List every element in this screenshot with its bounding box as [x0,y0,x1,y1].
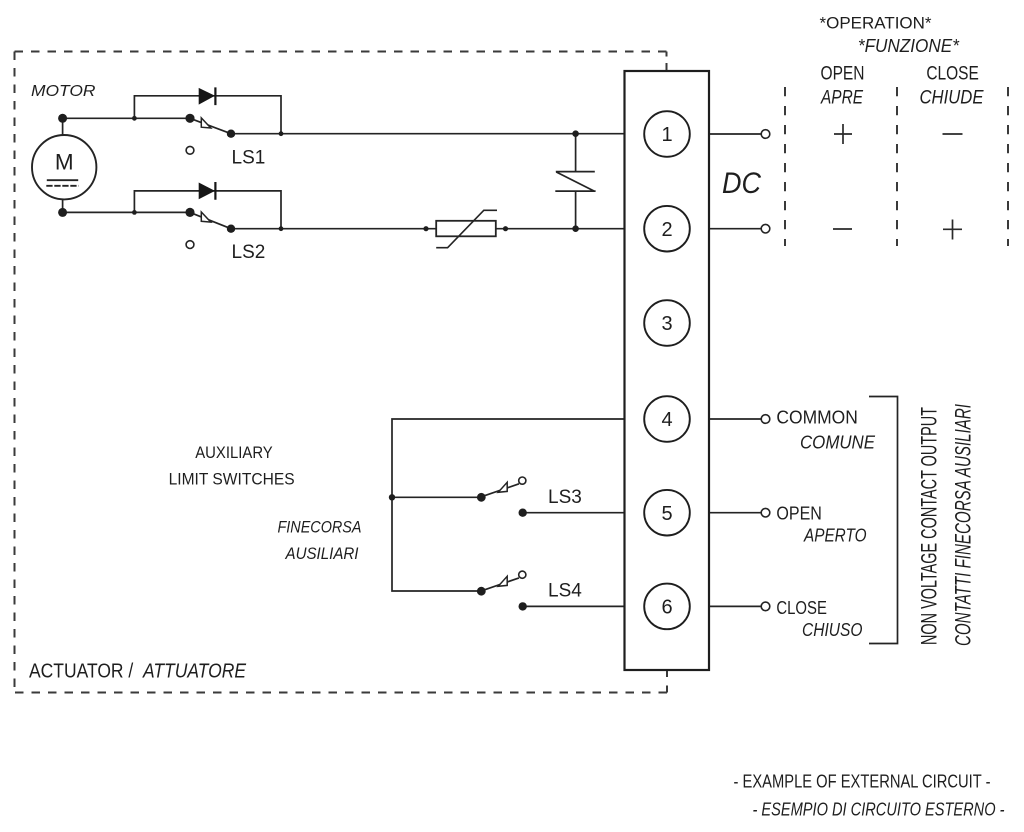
svg-text:LS3: LS3 [548,487,582,508]
svg-text:AUSILIARI: AUSILIARI [285,545,359,563]
svg-text:CHIUDE: CHIUDE [920,88,984,109]
svg-text:5: 5 [661,503,672,525]
svg-text:LS2: LS2 [232,242,266,263]
svg-text:1: 1 [661,124,672,146]
svg-text:COMMON: COMMON [776,408,858,428]
svg-text:APERTO: APERTO [803,526,866,546]
svg-text:LS1: LS1 [232,148,266,169]
svg-text:2: 2 [661,219,672,241]
svg-text:LIMIT SWITCHES: LIMIT SWITCHES [169,470,295,489]
svg-text:ACTUATOR / ATTUATORE: ACTUATOR / ATTUATORE [29,661,247,683]
svg-text:APRE: APRE [820,88,863,109]
svg-text:COMUNE: COMUNE [800,433,876,453]
svg-text:LS4: LS4 [548,581,582,602]
svg-text:*OPERATION*: *OPERATION* [820,15,933,33]
svg-text:*FUNZIONE*: *FUNZIONE* [858,36,960,56]
svg-text:M: M [55,150,74,175]
svg-text:- ESEMPIO DI CIRCUITO ESTERNO: - ESEMPIO DI CIRCUITO ESTERNO - [753,799,1005,820]
svg-text:CLOSE: CLOSE [926,64,979,85]
svg-text:CHIUSO: CHIUSO [802,620,863,640]
svg-text:OPEN: OPEN [821,64,865,85]
svg-text:4: 4 [661,409,672,431]
svg-text:OPEN: OPEN [776,504,822,524]
svg-text:DC: DC [722,167,761,200]
svg-text:FINECORSA: FINECORSA [278,519,362,537]
svg-text:AUXILIARY: AUXILIARY [195,443,273,462]
svg-text:MOTOR: MOTOR [31,83,96,100]
svg-text:- EXAMPLE OF EXTERNAL CIRCUIT: - EXAMPLE OF EXTERNAL CIRCUIT - [734,771,991,792]
svg-text:CLOSE: CLOSE [776,598,827,618]
svg-text:CONTATTI FINECORSA AUSILIARI: CONTATTI FINECORSA AUSILIARI [951,404,976,646]
svg-text:6: 6 [661,597,672,619]
svg-text:3: 3 [661,313,672,335]
svg-text:NON VOLTAGE CONTACT OUTPUT: NON VOLTAGE CONTACT OUTPUT [917,407,942,645]
